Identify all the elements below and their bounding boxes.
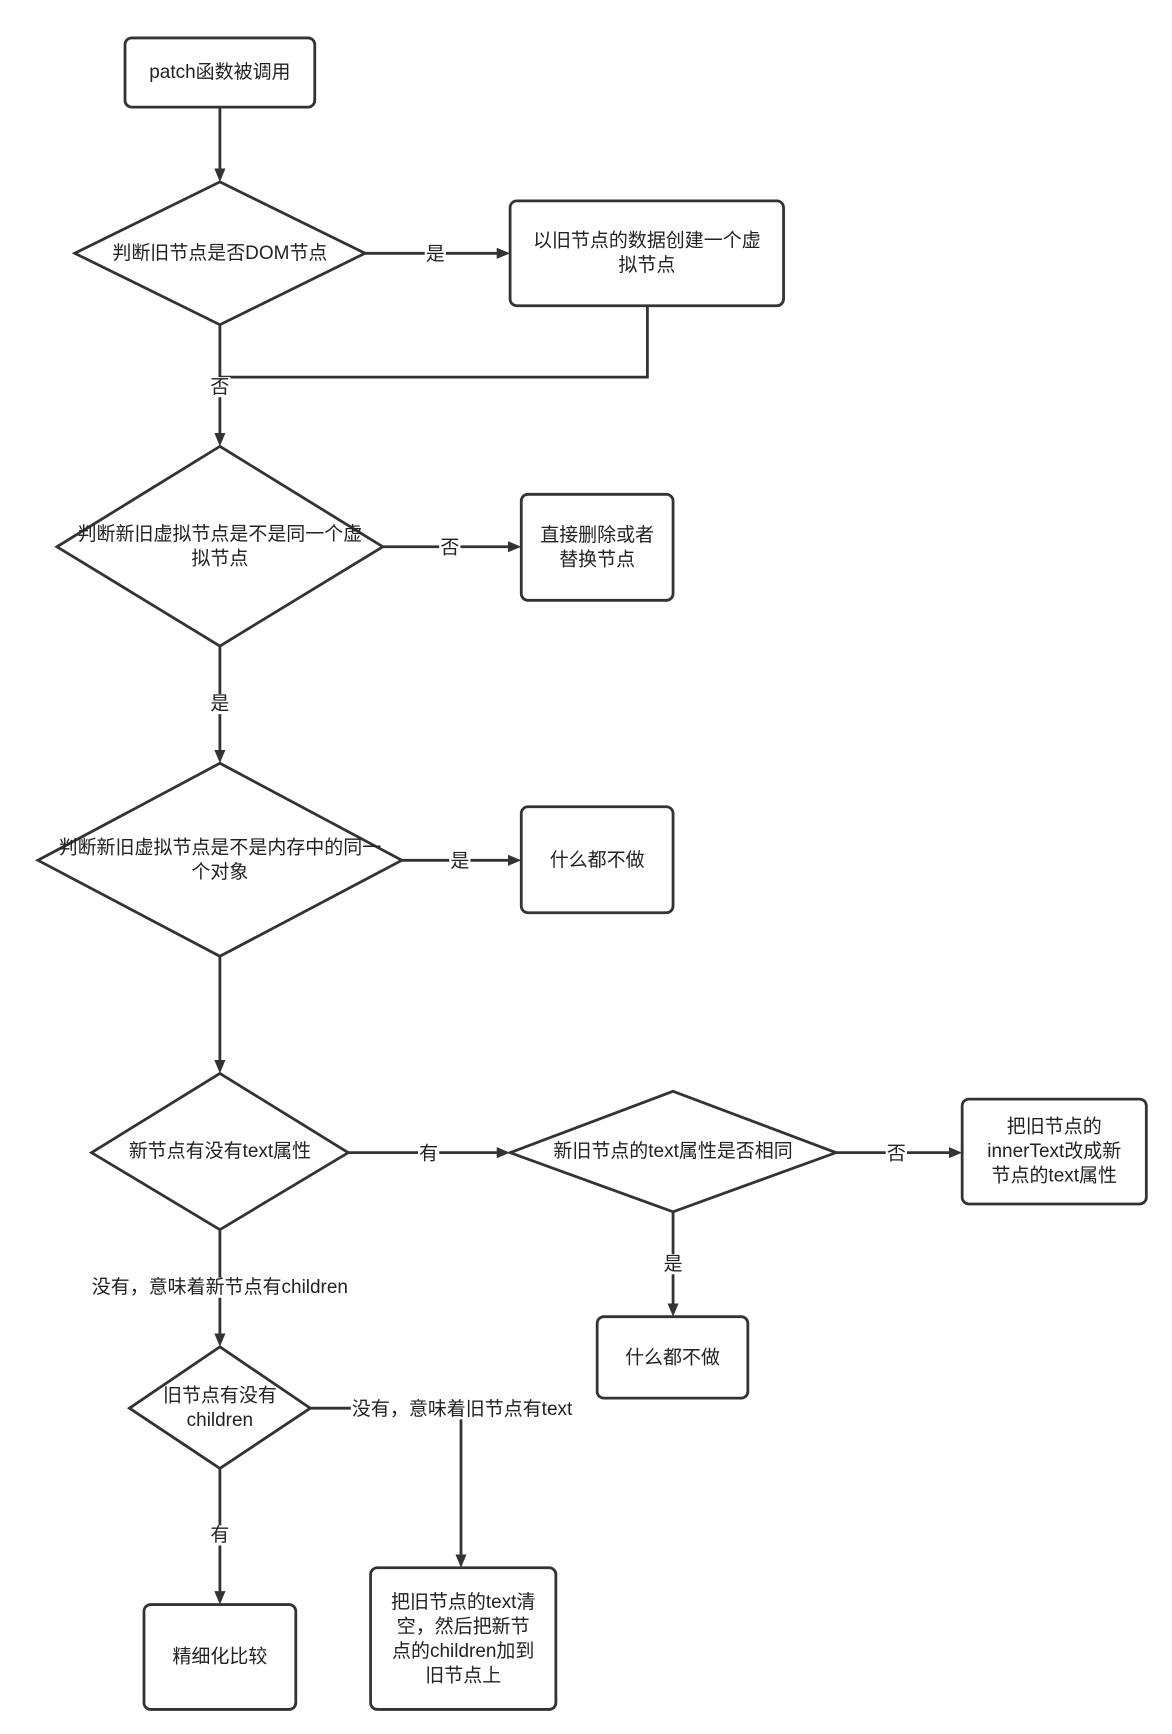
node-text: children <box>186 1408 254 1430</box>
edge-label-text-equal-yes: 是 <box>662 1253 684 1275</box>
edge-create-vnode-merge <box>219 305 649 379</box>
node-text: 拟节点 <box>191 547 249 569</box>
node-text: 旧节点有没有 <box>162 1384 277 1406</box>
edge-label-text-equal-no: 否 <box>885 1142 907 1164</box>
node-text: 直接删除或者 <box>540 523 655 546</box>
node-label-replace-node: 直接删除或者 替换节点 <box>521 494 673 600</box>
node-label-same-object: 判断新旧虚拟节点是不是内存中的同一 个对象 <box>38 763 402 956</box>
node-label-do-nothing-1: 什么都不做 <box>521 807 673 913</box>
node-text: 个对象 <box>191 860 249 883</box>
node-label-fine-compare: 精细化比较 <box>144 1605 296 1710</box>
edge-label-is-dom-yes: 是 <box>424 243 446 265</box>
edge-label-old-has-children-yes: 有 <box>209 1524 231 1546</box>
process-box-set-inner-text <box>960 1097 1148 1206</box>
node-text: 点的children加到 <box>392 1639 535 1661</box>
node-text: 节点的text属性 <box>991 1164 1117 1187</box>
edge-label-same-object-yes: 是 <box>449 850 471 872</box>
node-text: 旧节点上 <box>425 1664 502 1686</box>
nodes <box>34 36 1148 1711</box>
node-label-text-equal: 新旧节点的text属性是否相同 <box>510 1091 836 1212</box>
node-label-is-dom: 判断旧节点是否DOM节点 <box>75 182 365 325</box>
edge-old-has-children-no <box>310 1406 467 1568</box>
node-text: 把旧节点的 <box>1006 1115 1102 1138</box>
node-text: 什么都不做 <box>549 848 645 870</box>
node-text: 新节点有没有text属性 <box>128 1140 312 1162</box>
edge-label-old-has-children-no: 没有，意味着旧节点有text <box>350 1398 574 1420</box>
node-label-same-vnode: 判断新旧虚拟节点是不是同一个虚 拟节点 <box>57 446 383 646</box>
node-text: 什么都不做 <box>625 1346 720 1368</box>
node-label-patch-called: patch函数被调用 <box>125 38 315 107</box>
node-text: 把旧节点的text清 <box>390 1590 536 1612</box>
edge-label-new-has-text-no: 没有，意味着新节点有children <box>90 1276 350 1298</box>
process-box-do-nothing-1 <box>519 805 675 915</box>
process-box-replace-node <box>519 492 675 602</box>
process-box-set-children <box>369 1566 558 1711</box>
node-text: patch函数被调用 <box>149 61 291 83</box>
node-label-new-has-text: 新节点有没有text属性 <box>92 1073 349 1229</box>
node-label-set-children: 把旧节点的text清 空，然后把新节 点的children加到 旧节点上 <box>371 1568 556 1710</box>
node-label-do-nothing-2: 什么都不做 <box>597 1317 748 1398</box>
node-text: 判断新旧虚拟节点是不是内存中的同一 <box>58 836 382 858</box>
process-box-fine-compare <box>142 1603 298 1711</box>
edge-label-new-has-text-yes: 有 <box>418 1142 440 1164</box>
node-text: 空，然后把新节 <box>396 1615 530 1637</box>
node-label-old-has-children: 旧节点有没有 children <box>129 1347 310 1469</box>
node-label-set-inner-text: 把旧节点的 innerText改成新 节点的text属性 <box>962 1099 1146 1204</box>
edges <box>214 107 963 1605</box>
node-text: innerText改成新 <box>987 1140 1122 1162</box>
node-label-create-vnode: 以旧节点的数据创建一个虚 拟节点 <box>510 201 783 306</box>
node-text: 拟节点 <box>618 254 676 276</box>
node-text: 以旧节点的数据创建一个虚 <box>532 229 761 252</box>
edge-label-same-vnode-no: 否 <box>439 536 461 558</box>
node-text: 判断新旧虚拟节点是不是同一个虚 <box>77 522 363 544</box>
edge-label-is-dom-no: 否 <box>209 376 231 398</box>
process-box-do-nothing-2 <box>595 1315 750 1400</box>
node-text: 替换节点 <box>559 548 636 570</box>
edge-label-same-vnode-yes: 是 <box>209 692 231 715</box>
node-text: 精细化比较 <box>172 1645 268 1668</box>
node-text: 判断旧节点是否DOM节点 <box>112 242 328 264</box>
node-text: 新旧节点的text属性是否相同 <box>553 1140 793 1162</box>
